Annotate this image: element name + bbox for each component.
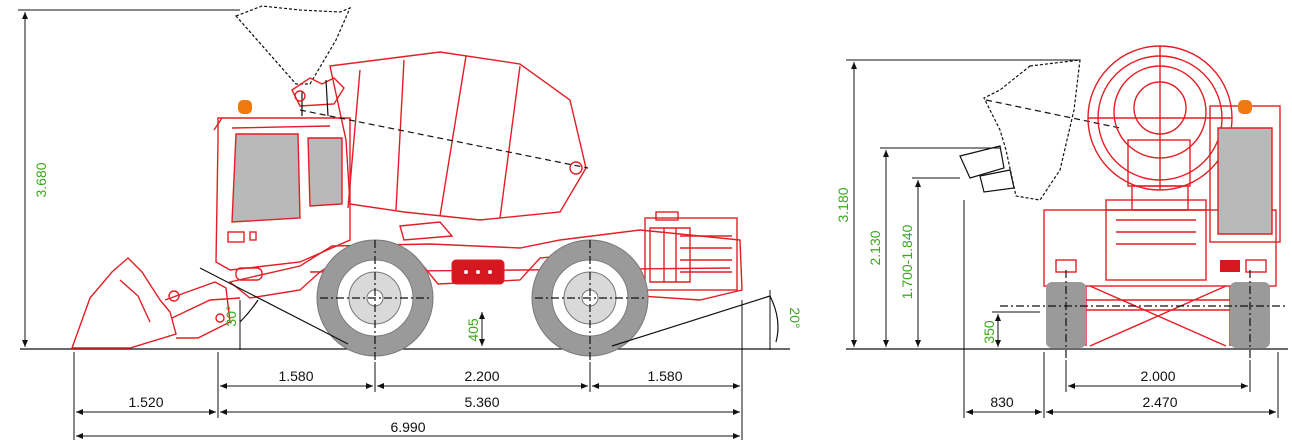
wheelbase-front-label: 1.580 bbox=[278, 368, 313, 384]
loading-bucket bbox=[71, 257, 241, 349]
cab-side-window bbox=[307, 137, 343, 207]
rear-view-tail-light bbox=[1220, 260, 1240, 272]
chute-height-label: 2.130 bbox=[867, 230, 883, 265]
rear-drum bbox=[1087, 45, 1233, 211]
wheelbase-rear-label: 1.580 bbox=[647, 368, 682, 384]
beacon-light bbox=[238, 100, 252, 114]
mixer-drum bbox=[299, 51, 589, 241]
rear-view: 3.180 2.130 1.700-1.840 350 bbox=[835, 45, 1288, 418]
rear-chute bbox=[959, 59, 1121, 201]
side-view: 3.680 bbox=[18, 5, 803, 440]
cab bbox=[213, 100, 351, 281]
rear-height-label: 3.180 bbox=[835, 187, 851, 222]
rear-body bbox=[1043, 100, 1281, 347]
engine-box bbox=[644, 211, 738, 291]
front-overhang-label: 1.520 bbox=[128, 394, 163, 410]
overall-height-label: 3.680 bbox=[33, 162, 49, 197]
rear-ground-clearance-label: 350 bbox=[981, 320, 997, 344]
track-width-label: 2.000 bbox=[1140, 368, 1175, 384]
length-dimensions: 1.580 2.200 1.580 1.520 5.360 6.990 bbox=[73, 300, 743, 440]
overall-length-label: 6.990 bbox=[390, 419, 425, 435]
ground-clearance-label: 405 bbox=[465, 318, 481, 342]
body-length-label: 5.360 bbox=[464, 394, 499, 410]
overall-width-label: 2.470 bbox=[1142, 394, 1177, 410]
hopper bbox=[234, 5, 352, 117]
chute-offset-label: 830 bbox=[990, 394, 1014, 410]
overall-height-dimension: 3.680 bbox=[18, 9, 240, 347]
discharge-height-label: 1.700-1.840 bbox=[899, 224, 915, 299]
rear-cab-window bbox=[1217, 127, 1273, 235]
wheelbase-mid-label: 2.200 bbox=[464, 368, 499, 384]
departure-angle-label: 20° bbox=[787, 307, 803, 328]
cab-front-window bbox=[231, 133, 301, 223]
approach-angle-label: 30° bbox=[223, 305, 239, 326]
